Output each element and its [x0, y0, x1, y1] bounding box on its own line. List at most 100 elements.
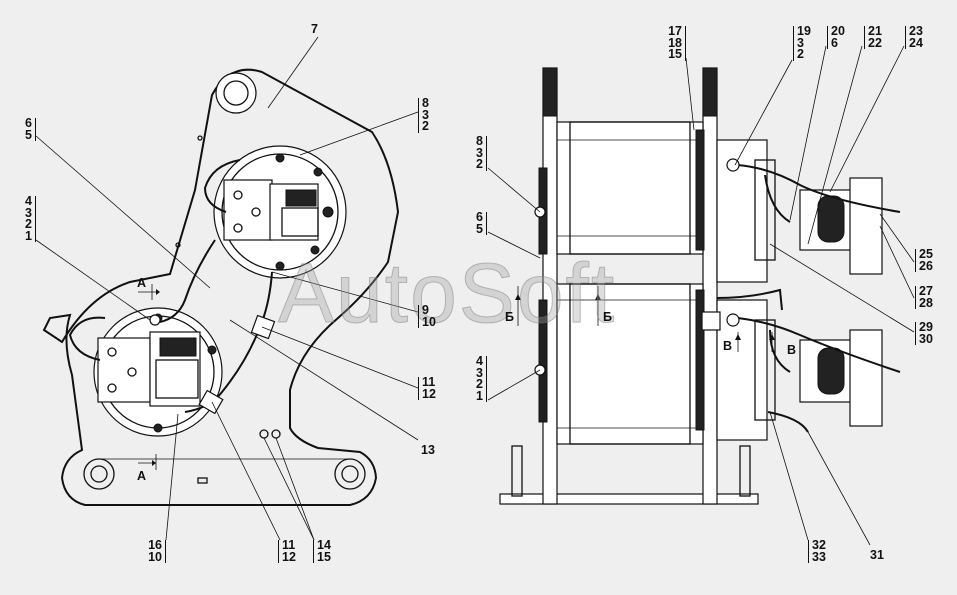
hose-fitting-lower [198, 389, 224, 415]
leader-6-5-right [487, 231, 541, 259]
lower-valve-block [97, 337, 151, 403]
right-side-plate [702, 67, 718, 505]
label-13: 13 [421, 443, 435, 457]
upper-drum-inner [569, 121, 691, 255]
upper-side-cap [849, 177, 883, 275]
upper-to-lower-hose [159, 239, 216, 323]
callout-number: 30 [919, 331, 933, 346]
callout-number: 10 [422, 314, 436, 329]
upper-valve-block [223, 179, 273, 241]
section-a-bot-arrow [152, 460, 156, 466]
section-b-right-arrow [595, 294, 601, 300]
right-lower-hose [737, 317, 901, 373]
cross-hose [716, 288, 783, 311]
callout-number: 2 [25, 217, 32, 231]
plate-hole-2 [197, 135, 203, 141]
callout-number: 24 [909, 35, 923, 50]
lower-port-1 [107, 347, 117, 357]
upper-fitting-right [726, 158, 740, 172]
callout-number: 8 [422, 96, 429, 110]
bolt-14 [259, 429, 269, 439]
callout-number: 2 [797, 47, 804, 61]
upper-port-1 [233, 190, 243, 200]
callout-number: 12 [282, 549, 296, 564]
upper-motor-housing-side [716, 139, 768, 283]
callout-number: 6 [25, 116, 32, 130]
leader-8-3-2-left [299, 111, 419, 156]
leader-29-30 [769, 243, 915, 333]
callout-number: 17 [668, 24, 682, 38]
callout-number: 14 [317, 538, 331, 552]
drain-hose [767, 411, 809, 433]
callout-number: 2 [476, 377, 483, 391]
callout-number: 5 [476, 221, 483, 236]
base-foot-1 [511, 445, 523, 497]
lower-motor-cap [159, 337, 197, 357]
leader-6-5-left [35, 135, 211, 289]
callout-number: 3 [422, 107, 429, 122]
section-label-v-right: В [787, 343, 797, 357]
callout-number: 3 [476, 365, 483, 380]
right-bolt-row-upper [695, 129, 705, 251]
lower-bolt-s [153, 423, 163, 433]
upper-hose-left [203, 159, 241, 213]
leader-19-3-2 [734, 59, 793, 166]
leader-4-1-right [487, 369, 541, 401]
leader-4-1-left [35, 239, 151, 321]
callout-number: 29 [919, 320, 933, 334]
section-label-v-left: В [723, 339, 733, 353]
section-a-top-arrow [156, 289, 160, 295]
callout-number: 5 [25, 127, 32, 142]
callout-number: 6 [476, 210, 483, 224]
leader-13 [229, 319, 419, 441]
fitting-a [149, 314, 161, 326]
lower-fitting-right [726, 313, 740, 327]
left-plate-top [542, 67, 558, 117]
right-view [487, 45, 915, 546]
callout-number: 23 [909, 24, 923, 38]
callout-number: 11 [282, 538, 296, 552]
callout-number: 33 [812, 549, 826, 564]
callout-number: 18 [668, 35, 682, 50]
right-upper-hose-2 [764, 174, 791, 223]
callout-number: 25 [919, 247, 933, 261]
bottom-right-boss [334, 458, 366, 490]
label-7: 7 [311, 22, 318, 36]
section-b-left-arrow [515, 294, 521, 300]
upper-bolt-ne [313, 167, 323, 177]
callout-number: 11 [422, 375, 436, 389]
upper-motor-housing [281, 207, 319, 237]
callout-number: 3 [797, 35, 804, 50]
upper-flange-side [754, 159, 776, 261]
upper-port-2 [233, 223, 243, 233]
leader-31 [807, 431, 871, 546]
callout-number: 19 [797, 24, 811, 38]
callout-number: 22 [868, 35, 882, 50]
leader-11-12-bot [211, 401, 281, 541]
bottom-left-boss [83, 458, 115, 490]
base-foot-2 [739, 445, 751, 497]
lower-drum-inner [569, 283, 691, 445]
bottom-right-hole [341, 465, 359, 483]
leader-25-26 [879, 213, 915, 263]
callout-number: 32 [812, 538, 826, 552]
callout-number: 15 [317, 549, 331, 564]
top-boss-hole [223, 80, 249, 106]
leader-15 [275, 437, 315, 541]
center-fitting [701, 311, 721, 331]
right-plate-top [702, 67, 718, 117]
top-boss [215, 72, 257, 114]
section-label-a-top: A [137, 276, 147, 290]
